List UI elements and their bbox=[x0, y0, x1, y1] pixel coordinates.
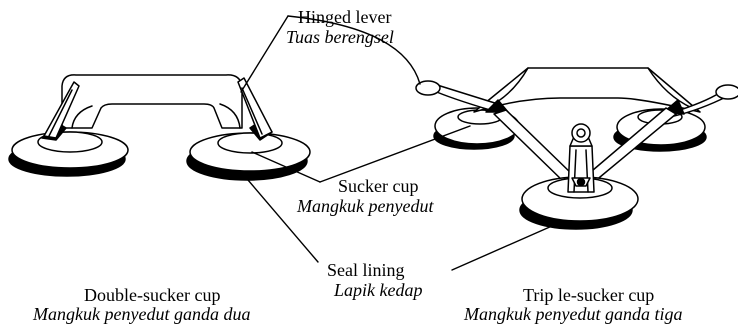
sucker-cup-label: Sucker cup bbox=[338, 176, 419, 196]
hinged-lever-label: Hinged lever bbox=[298, 7, 392, 27]
triple-sucker-cup-drawing bbox=[415, 67, 738, 230]
left-cup bbox=[8, 131, 129, 177]
double-sucker-cup-label: Double-sucker cup bbox=[84, 285, 221, 305]
leader-lines bbox=[240, 15, 553, 271]
leader-sucker-cup-double bbox=[251, 151, 321, 183]
triple-sucker-cup-label-ms: Mangkuk penyedut ganda tiga bbox=[464, 304, 683, 324]
leader-hinged-lever-double bbox=[240, 15, 289, 93]
sucker-cup-label-ms: Mangkuk penyedut bbox=[297, 196, 434, 216]
leader-seal-lining-triple bbox=[451, 225, 553, 271]
leader-sucker-cup-triple bbox=[319, 125, 471, 183]
hinged-lever-label-ms: Tuas berengsel bbox=[286, 27, 394, 47]
double-sucker-cup-drawing bbox=[8, 74, 311, 181]
seal-lining-label-ms: Lapik kedap bbox=[334, 280, 423, 300]
leader-hinged-lever-triple bbox=[287, 15, 421, 85]
right-hinged-lever bbox=[237, 77, 273, 139]
triple-sucker-cup-label: Trip le-sucker cup bbox=[523, 285, 655, 305]
seal-lining-label: Seal lining bbox=[327, 260, 405, 280]
right-cup bbox=[186, 132, 311, 181]
double-sucker-cup-label-ms: Mangkuk penyedut ganda dua bbox=[33, 304, 251, 324]
left-lever-knob bbox=[415, 80, 441, 96]
left-strut bbox=[493, 109, 575, 183]
back-left-cup bbox=[433, 107, 520, 150]
right-lever-knob bbox=[715, 84, 738, 100]
leader-seal-lining-double bbox=[247, 179, 319, 263]
double-handle-bridge bbox=[61, 74, 243, 129]
